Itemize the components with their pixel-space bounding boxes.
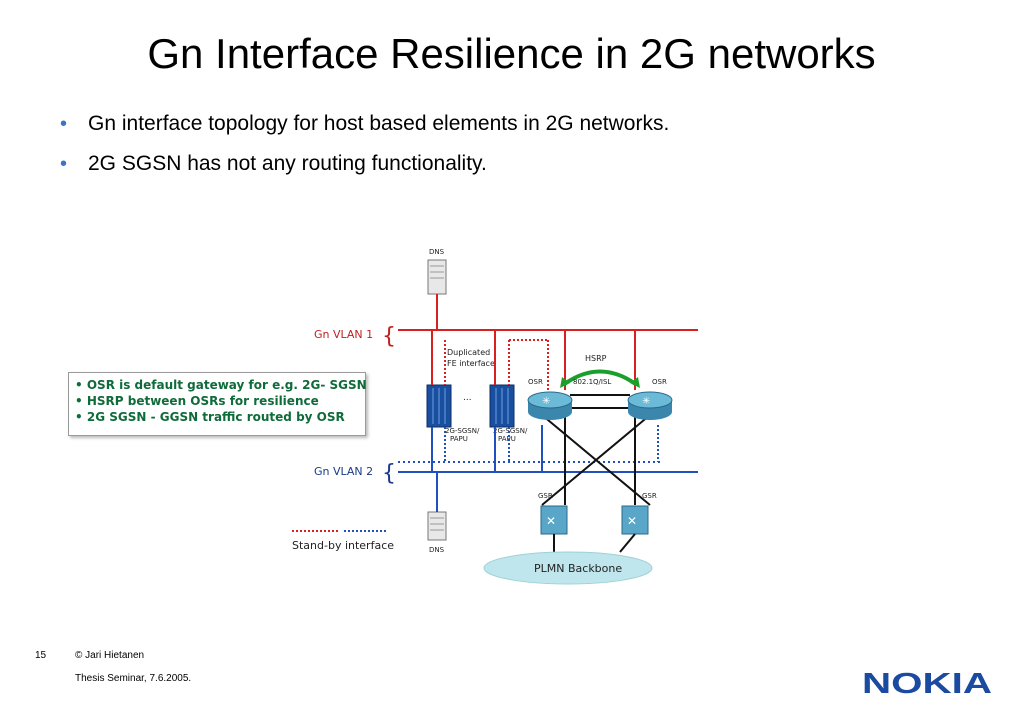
- nokia-logo: NOKIA: [862, 668, 992, 696]
- dns-top-icon: [427, 259, 447, 295]
- gsr-right-icon: ✕: [621, 505, 649, 535]
- trunk-label: 802.1Q/ISL: [573, 378, 611, 386]
- standby-label: Stand-by interface: [292, 539, 394, 552]
- slide-title: Gn Interface Resilience in 2G networks: [147, 30, 876, 77]
- hsrp-arrow-icon: [561, 369, 639, 387]
- gn-vlan1-brace-icon: {: [382, 324, 396, 349]
- gsr-left-icon: ✕: [540, 505, 568, 535]
- svg-text:✳: ✳: [642, 396, 650, 407]
- osr-right-icon: ✳: [627, 391, 673, 420]
- seminar-text: Thesis Seminar, 7.6.2005.: [75, 673, 192, 684]
- duplicated-fe-label: FE interface: [447, 359, 495, 368]
- dns-bottom-icon: [427, 511, 447, 541]
- bullet-list: • Gn interface topology for host based el…: [60, 104, 669, 184]
- gn-vlan2-label: Gn VLAN 2: [314, 465, 373, 478]
- svg-text:✕: ✕: [627, 514, 637, 528]
- dns-bottom-label: DNS: [429, 546, 445, 554]
- svg-text:✕: ✕: [546, 514, 556, 528]
- sgsn-right-label: PAPU: [498, 435, 516, 443]
- sgsn-left-label: 2G-SGSN/: [445, 427, 480, 435]
- gn-vlan1-label: Gn VLAN 1: [314, 328, 373, 341]
- sgsn-left-label: PAPU: [450, 435, 468, 443]
- gsr-left-label: GSR: [538, 492, 553, 500]
- page-number: 15: [35, 650, 47, 661]
- note-box: • OSR is default gateway for e.g. 2G- SG…: [68, 372, 367, 436]
- note-item: • HSRP between OSRs for resilience: [75, 394, 319, 408]
- hsrp-label: HSRP: [585, 354, 607, 363]
- osr-left-icon: ✳: [527, 391, 573, 420]
- sgsn-right-label: 2G-SGSN/: [493, 427, 528, 435]
- dns-top-label: DNS: [429, 248, 445, 256]
- note-item: • 2G SGSN - GGSN traffic routed by OSR: [75, 410, 345, 424]
- plmn-backbone-cloud: [483, 551, 653, 585]
- bullet-text: Gn interface topology for host based ele…: [88, 112, 670, 135]
- osr-left-label: OSR: [528, 378, 543, 386]
- duplicated-fe-label: Duplicated: [447, 348, 490, 357]
- bullet-item: • 2G SGSN has not any routing functionali…: [60, 144, 669, 184]
- copyright-text: © Jari Hietanen: [75, 650, 145, 661]
- note-item: • OSR is default gateway for e.g. 2G- SG…: [75, 378, 367, 392]
- svg-text:NOKIA: NOKIA: [862, 668, 992, 696]
- network-topology-diagram: DNS DNS Gn VLAN 1 { Gn VLAN 2 { Duplicat…: [292, 248, 698, 585]
- gsr-right-label: GSR: [642, 492, 657, 500]
- bullet-dot-icon: •: [60, 113, 68, 135]
- bullet-dot-icon: •: [60, 153, 68, 175]
- sgsn-right-icon: [489, 384, 515, 428]
- bullet-item: • Gn interface topology for host based el…: [60, 104, 669, 144]
- svg-text:✳: ✳: [542, 396, 550, 407]
- gn-vlan2-brace-icon: {: [382, 461, 396, 486]
- bullet-text: 2G SGSN has not any routing functionalit…: [88, 152, 487, 175]
- sgsn-left-icon: [426, 384, 452, 428]
- backbone-label: PLMN Backbone: [534, 562, 622, 575]
- ellipsis-label: ...: [463, 393, 472, 403]
- osr-right-label: OSR: [652, 378, 667, 386]
